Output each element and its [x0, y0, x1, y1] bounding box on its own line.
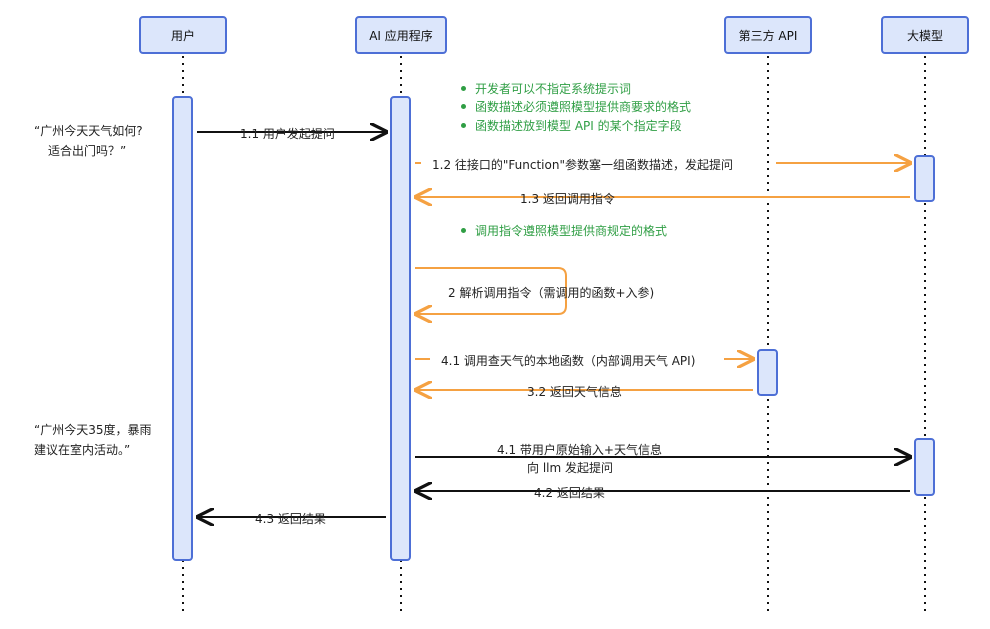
message-label-1-2: 1.2 往接口的"Function"参数塞一组函数描述，发起提问: [432, 158, 733, 172]
final-answer-line-2: 建议在室内活动。”: [34, 443, 131, 457]
bullet-icon: [461, 104, 466, 109]
message-label-1-3: 1.3 返回调用指令: [520, 192, 615, 206]
user-question-line-2: 适合出门吗？”: [48, 144, 127, 158]
participant-ai-app: AI 应用程序: [355, 16, 447, 54]
bullet-icon: [461, 123, 466, 128]
user-question-line-1: “广州今天天气如何?: [34, 124, 143, 138]
bullet-icon: [461, 86, 466, 91]
message-label-4-1-llm-line-2: 向 llm 发起提问: [527, 461, 613, 475]
participant-user: 用户: [139, 16, 227, 54]
message-label-4-3: 4.3 返回结果: [255, 512, 326, 526]
participant-llm: 大模型: [881, 16, 969, 54]
note-top-2: 函数描述必须遵照模型提供商要求的格式: [461, 98, 691, 115]
message-label-3-2: 3.2 返回天气信息: [527, 385, 622, 399]
note-top-1-text: 开发者可以不指定系统提示词: [475, 82, 632, 96]
message-label-1-1: 1.1 用户发起提问: [240, 127, 335, 141]
note-mid: 调用指令遵照模型提供商规定的格式: [461, 222, 667, 239]
note-mid-text: 调用指令遵照模型提供商规定的格式: [475, 224, 668, 238]
final-answer-quote: “广州今天35度，暴雨 建议在室内活动。”: [34, 420, 152, 460]
note-top-1: 开发者可以不指定系统提示词: [461, 80, 631, 97]
activation-user: [172, 96, 193, 561]
message-label-4-2: 4.2 返回结果: [534, 486, 605, 500]
user-question-quote: “广州今天天气如何? 适合出门吗？”: [34, 121, 143, 161]
participant-third-party-api: 第三方 API: [724, 16, 812, 54]
message-label-4-1-api: 4.1 调用查天气的本地函数（内部调用天气 API): [441, 354, 696, 368]
activation-app: [390, 96, 411, 561]
message-label-4-1-llm-line-1: 4.1 带用户原始输入+天气信息: [497, 443, 662, 457]
bullet-icon: [461, 228, 466, 233]
note-top-3: 函数描述放到模型 API 的某个指定字段: [461, 117, 682, 134]
activation-llm-1: [914, 155, 935, 202]
message-label-2: 2 解析调用指令（需调用的函数+入参): [448, 286, 655, 300]
activation-api: [757, 349, 778, 396]
arrow-2-self: [415, 267, 567, 314]
note-top-2-text: 函数描述必须遵照模型提供商要求的格式: [475, 100, 692, 114]
note-top-3-text: 函数描述放到模型 API 的某个指定字段: [475, 119, 682, 133]
final-answer-line-1: “广州今天35度，暴雨: [34, 423, 152, 437]
activation-llm-2: [914, 438, 935, 496]
